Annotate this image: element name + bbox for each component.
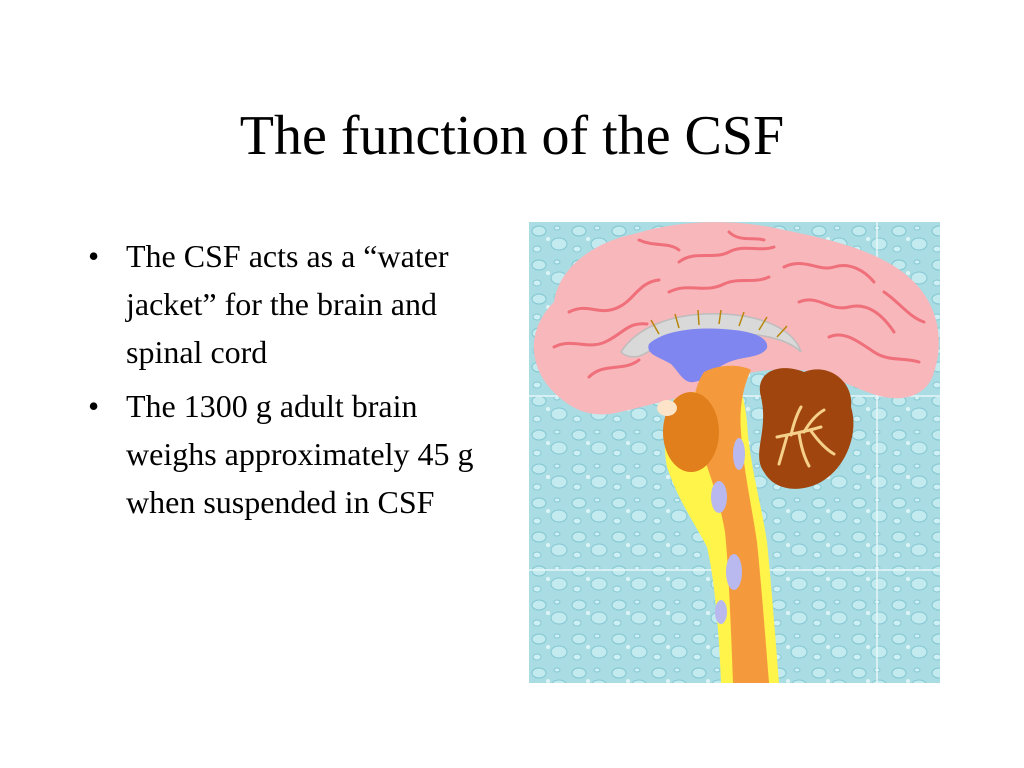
bullet-list: • The CSF acts as a “water jacket” for t… [80,232,500,532]
pituitary [657,400,677,416]
cerebrum-folds [552,230,926,379]
thalamus [663,392,719,472]
fiber-lines [650,309,788,338]
arbor-vitae [775,405,836,468]
slide-title: The function of the CSF [239,105,785,167]
lateral-ventricle [648,328,768,383]
brain-sagittal-icon [529,222,940,683]
bullet-text: The CSF acts as a “water jacket” for the… [126,238,449,370]
bullet-text: The 1300 g adult brain weighs approximat… [126,388,474,520]
bullet-item: • The CSF acts as a “water jacket” for t… [80,232,500,376]
bullet-icon: • [88,388,100,424]
csf-pockets [711,438,745,624]
bullet-icon: • [88,238,100,274]
brain-illustration [529,222,940,683]
bullet-item: • The 1300 g adult brain weighs approxim… [80,382,500,526]
